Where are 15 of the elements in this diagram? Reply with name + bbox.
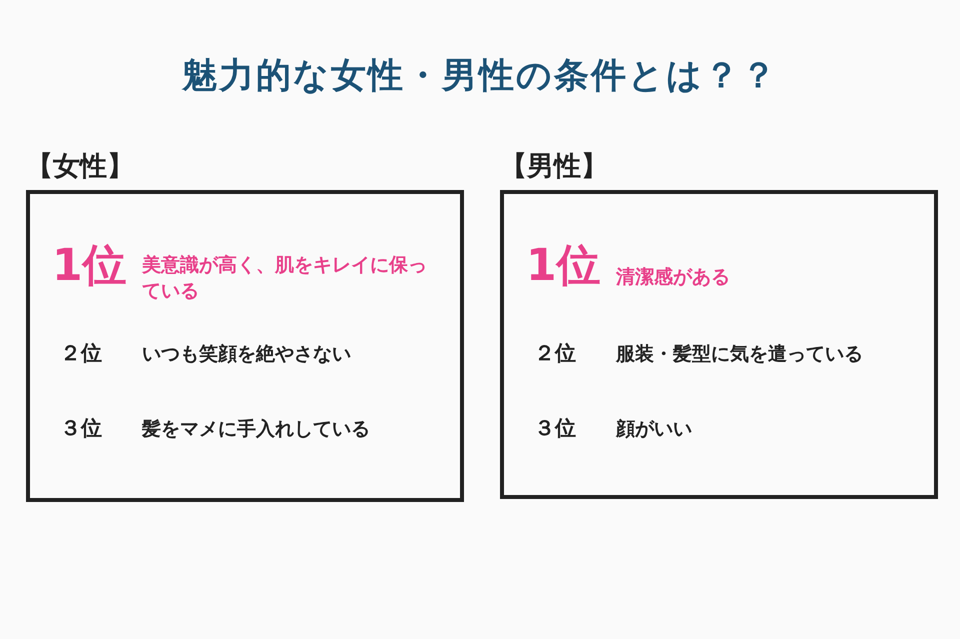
- rank-label: 1位: [526, 239, 601, 293]
- page-title: 魅力的な女性・男性の条件とは？？: [180, 55, 779, 98]
- rank-label: ２位: [534, 340, 576, 367]
- section-heading: 【女性】: [26, 150, 134, 184]
- rank-label: ３位: [534, 415, 576, 442]
- rank-label: ３位: [60, 415, 102, 442]
- ranking-text: 髪をマメに手入れしている: [142, 417, 371, 442]
- ranking-text: いつも笑顔を絶やさない: [142, 342, 352, 367]
- section-heading: 【男性】: [500, 150, 608, 184]
- ranking-text: 美意識が高く、肌をキレイに保っている: [142, 253, 428, 304]
- rank-label: ２位: [60, 340, 102, 367]
- ranking-text: 顔がいい: [616, 417, 693, 442]
- rank-label: 1位: [52, 239, 127, 293]
- ranking-text: 清潔感がある: [616, 265, 731, 290]
- ranking-text: 服装・髪型に気を遣っている: [616, 342, 864, 367]
